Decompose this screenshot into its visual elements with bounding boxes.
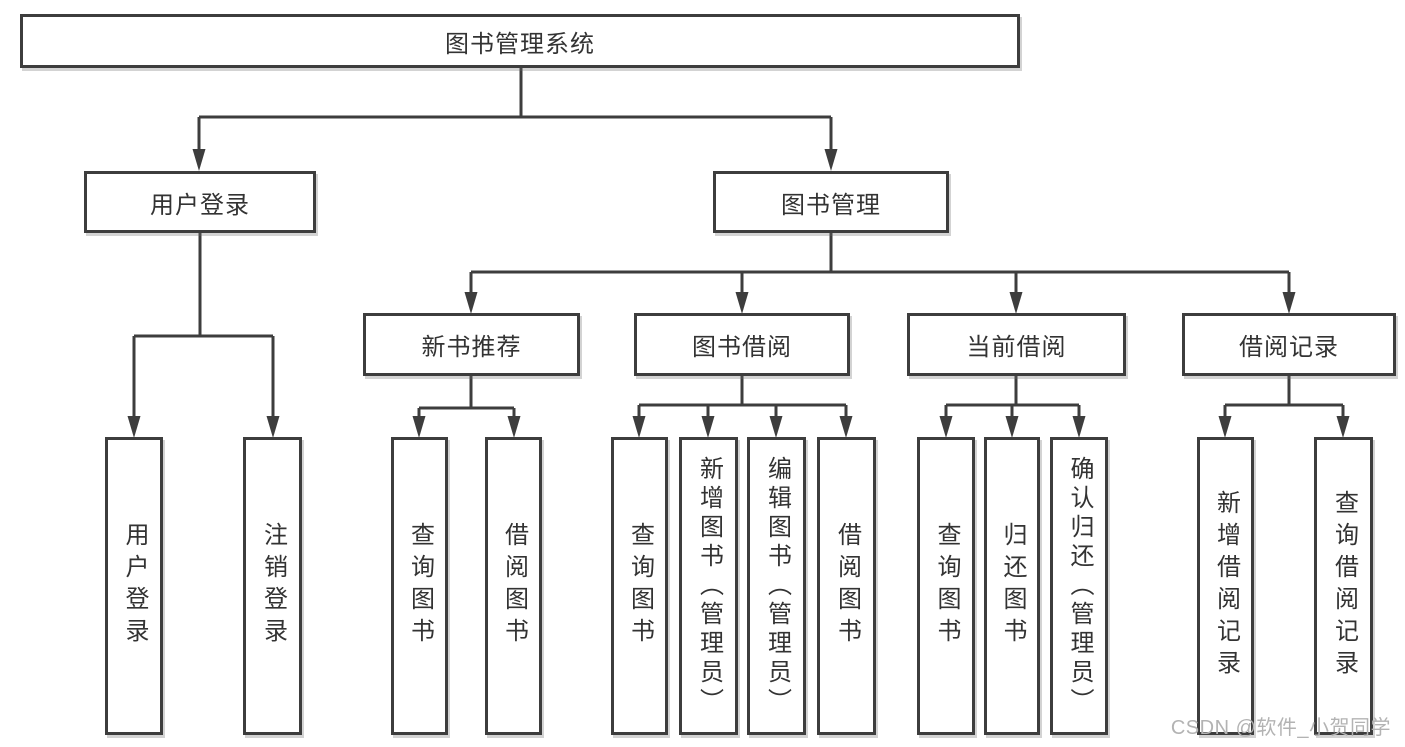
leaf-return-book: 归还图书 [984, 437, 1040, 735]
leaf-confirm-return-admin: 确认归还（管理员） [1050, 437, 1108, 735]
leaf-label: 确认归还（管理员） [1066, 455, 1093, 717]
leaf-label: 借阅图书 [500, 522, 528, 650]
leaf-logout: 注销登录 [243, 437, 302, 735]
node-new-book-recommend: 新书推荐 [363, 313, 580, 376]
leaf-label: 编辑图书（管理员） [763, 455, 791, 717]
csdn-watermark: CSDN @软件_小贺同学 [1170, 717, 1391, 739]
node-book-management: 图书管理 [713, 171, 949, 233]
leaf-query-books-recommend: 查询图书 [391, 437, 448, 735]
edge-group-new-book-recommend [412, 376, 521, 438]
edge-group-book-management [464, 233, 1296, 314]
leaf-label: 归还图书 [999, 522, 1026, 650]
edge-group-book-borrow [632, 376, 853, 438]
leaf-label: 查询图书 [406, 522, 434, 650]
edge-group-current-borrow [939, 376, 1086, 438]
edge-group-borrow-records [1218, 376, 1350, 438]
leaf-label: 查询借阅记录 [1330, 490, 1358, 682]
leaf-label: 查询图书 [626, 522, 654, 650]
leaf-add-book-admin: 新增图书（管理员） [679, 437, 738, 735]
leaf-label: 注销登录 [259, 522, 287, 650]
leaf-label: 新增图书（管理员） [695, 455, 723, 717]
leaf-label: 查询图书 [933, 522, 960, 650]
leaf-label: 用户登录 [121, 522, 148, 650]
leaf-label: 新增借阅记录 [1212, 490, 1240, 682]
leaf-user-login: 用户登录 [105, 437, 163, 735]
node-root: 图书管理系统 [20, 14, 1020, 68]
leaf-query-borrow-record: 查询借阅记录 [1314, 437, 1373, 735]
edge-group-user-login [127, 233, 280, 438]
leaf-query-books-current: 查询图书 [917, 437, 975, 735]
node-user-login: 用户登录 [84, 171, 316, 233]
leaf-borrow-books-recommend: 借阅图书 [485, 437, 542, 735]
leaf-borrow-books: 借阅图书 [817, 437, 876, 735]
node-current-borrow: 当前借阅 [907, 313, 1126, 376]
node-borrow-records: 借阅记录 [1182, 313, 1396, 376]
leaf-add-borrow-record: 新增借阅记录 [1197, 437, 1254, 735]
leaf-edit-book-admin: 编辑图书（管理员） [747, 437, 806, 735]
node-book-borrow: 图书借阅 [634, 313, 850, 376]
edge-group-root [192, 68, 838, 171]
leaf-query-books-borrow: 查询图书 [611, 437, 668, 735]
leaf-label: 借阅图书 [833, 522, 861, 650]
